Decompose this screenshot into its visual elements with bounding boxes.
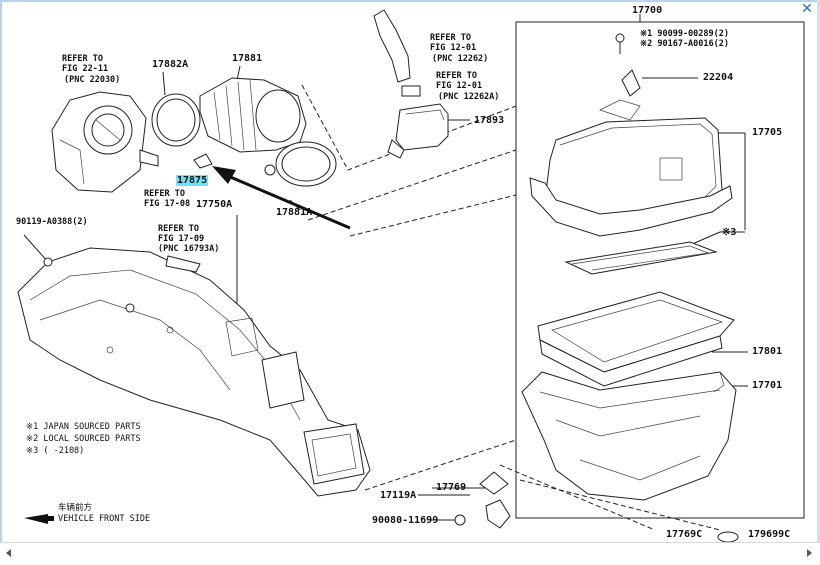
part-17769-label[interactable]: 17769: [436, 482, 467, 493]
refer-fig-12-01-b-pnc: (PNC 12262A): [438, 92, 500, 102]
part-179699C-label[interactable]: 179699C: [748, 529, 791, 540]
refer-fig-12-01-a[interactable]: REFER TO: [430, 33, 471, 43]
part-17750A-label[interactable]: 17750A: [196, 199, 233, 210]
refer-fig-17-09-pnc: (PNC 16793A): [158, 244, 220, 254]
refer-fig-12-01-a-fig[interactable]: FIG 12-01: [430, 43, 477, 53]
part-17701-label[interactable]: 17701: [752, 380, 783, 391]
window-frame-right: [817, 0, 820, 565]
part-17881A-label[interactable]: 17881A: [276, 207, 313, 218]
part-17769C-label[interactable]: 17769C: [666, 529, 703, 540]
horizontal-scrollbar[interactable]: [0, 542, 820, 565]
scroll-left-icon[interactable]: [4, 548, 14, 558]
refer-fig-17-09[interactable]: REFER TO: [158, 224, 199, 234]
selected-highlight: 17875: [176, 175, 209, 186]
refer-fig-12-01-a-pnc: (PNC 12262): [432, 54, 489, 64]
refer-fig-17-08-fig[interactable]: FIG 17-08: [144, 199, 191, 209]
part-17881-label[interactable]: 17881: [232, 53, 263, 64]
part-90080-label[interactable]: 90080-11699: [372, 515, 439, 526]
legend-note-3: ※3 ( -2108): [26, 446, 85, 456]
refer-fig-12-01-b-fig[interactable]: FIG 12-01: [436, 81, 483, 91]
part-17875-label[interactable]: 17875: [176, 175, 209, 186]
refer-fig-17-09-fig[interactable]: FIG 17-09: [158, 234, 205, 244]
refer-fig-22-11[interactable]: REFER TO: [62, 54, 103, 64]
refer-fig-17-08[interactable]: REFER TO: [144, 189, 185, 199]
legend-local-sourced: ※2 LOCAL SOURCED PARTS: [26, 434, 141, 444]
vehicle-front-cn: 车辆前方: [58, 503, 93, 513]
part-17882A-label[interactable]: 17882A: [152, 59, 189, 70]
part-17700-label[interactable]: 17700: [632, 5, 663, 16]
assembly-17700-box: [515, 21, 805, 519]
window-frame-left: [0, 0, 2, 565]
part-17893-label[interactable]: 17893: [474, 115, 505, 126]
legend-japan-sourced: ※1 JAPAN SOURCED PARTS: [26, 422, 141, 432]
refer-fig-22-11-fig[interactable]: FIG 22-11: [62, 64, 109, 74]
vehicle-front-en: VEHICLE FRONT SIDE: [58, 514, 151, 524]
scroll-right-icon[interactable]: [804, 548, 814, 558]
close-icon[interactable]: ✕: [801, 1, 813, 17]
window-frame-top: [0, 0, 820, 2]
refer-fig-22-11-pnc: (PNC 22030): [64, 75, 121, 85]
part-17119A-label[interactable]: 17119A: [380, 490, 417, 501]
part-90099-label[interactable]: ※1 90099-00289(2): [640, 29, 730, 39]
part-22204-label[interactable]: 22204: [703, 72, 734, 83]
refer-fig-12-01-b[interactable]: REFER TO: [436, 71, 477, 81]
part-90119-label[interactable]: 90119-A0388(2): [16, 217, 88, 227]
part-17801-label[interactable]: 17801: [752, 346, 783, 357]
note-x3-label: ※3: [722, 227, 737, 238]
part-17705-label[interactable]: 17705: [752, 127, 783, 138]
part-90167-label[interactable]: ※2 90167-A0016(2): [640, 39, 730, 49]
